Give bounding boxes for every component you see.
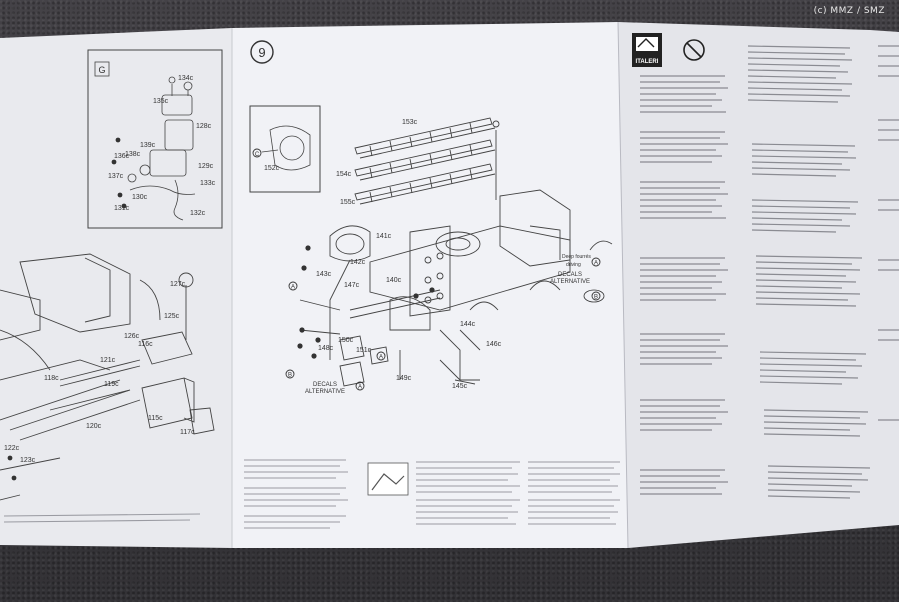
part-152c: 152c [264, 165, 280, 172]
part-150c: 150c [338, 337, 354, 344]
part-154c: 154c [336, 171, 352, 178]
instruction-text-blocks [3, 459, 620, 529]
no-children-icon [683, 39, 705, 61]
callout-2: driving [566, 262, 581, 268]
left-truck-drawing [0, 253, 215, 501]
part-141c: 141c [376, 233, 392, 240]
marker-b-1: B [288, 373, 292, 379]
part-138c: 138c [125, 151, 141, 158]
part-153c: 153c [402, 119, 418, 126]
part-146c: 146c [486, 341, 502, 348]
step-number: 9 [258, 45, 265, 60]
part-155c: 155c [340, 199, 356, 206]
part-120c: 120c [86, 423, 102, 430]
part-133c: 133c [200, 180, 216, 187]
marker-a-2: A [379, 355, 383, 361]
part-137c: 137c [108, 173, 124, 180]
part-144c: 144c [460, 321, 476, 328]
inset-box-g [87, 49, 223, 229]
part-145c: 145c [452, 383, 468, 390]
warning-text-blocks [640, 45, 899, 499]
part-125c: 125c [164, 313, 180, 320]
part-119c: 119c [104, 381, 119, 388]
part-128c: 128c [196, 123, 212, 130]
part-136c: 136c [114, 153, 130, 160]
part-118c: 118c [44, 375, 59, 382]
inset-box-c [249, 105, 321, 193]
step-circle [250, 40, 274, 64]
marker-a-1: A [291, 285, 295, 291]
marker-a-3: A [358, 385, 362, 391]
part-121c: 121c [100, 357, 116, 364]
part-149c: 149c [396, 375, 412, 382]
part-122c: 122c [4, 445, 20, 452]
part-130c: 130c [132, 194, 148, 201]
right-panel [618, 22, 899, 548]
center-panel [232, 22, 628, 548]
inset-letter: G [98, 65, 105, 75]
part-134c: 134c [178, 75, 194, 82]
part-148c: 148c [318, 345, 334, 352]
part-129c: 129c [198, 163, 214, 170]
part-116c: 116c [138, 341, 153, 348]
part-140c: 140c [386, 277, 402, 284]
marker-c: C [255, 152, 260, 158]
part-143c: 143c [316, 271, 332, 278]
ladders [354, 117, 500, 205]
callout-1: Deep fourrés [562, 254, 591, 260]
part-132c: 132c [190, 210, 206, 217]
part-142c: 142c [350, 259, 366, 266]
part-117c: 117c [180, 429, 195, 436]
brand-name: ITALERI [636, 59, 659, 65]
main-truck-drawing [299, 189, 613, 387]
part-147c: 147c [344, 282, 360, 289]
marker-a-4: A [594, 261, 598, 267]
part-127c: 127c [170, 281, 186, 288]
part-126c: 126c [124, 333, 140, 340]
part-115c: 115c [148, 415, 163, 422]
marker-b-2: B [594, 295, 598, 301]
photo-credit: (c) MMZ / SMZ [813, 6, 885, 16]
part-139c: 139c [140, 142, 156, 149]
warning-icon-box [367, 462, 409, 496]
part-151c: 151c [356, 347, 372, 354]
left-panel [0, 28, 232, 548]
italeri-logo: ITALERI [632, 33, 662, 67]
part-123c: 123c [20, 457, 36, 464]
part-135c: 135c [153, 98, 169, 105]
part-131c: 131c [114, 205, 130, 212]
